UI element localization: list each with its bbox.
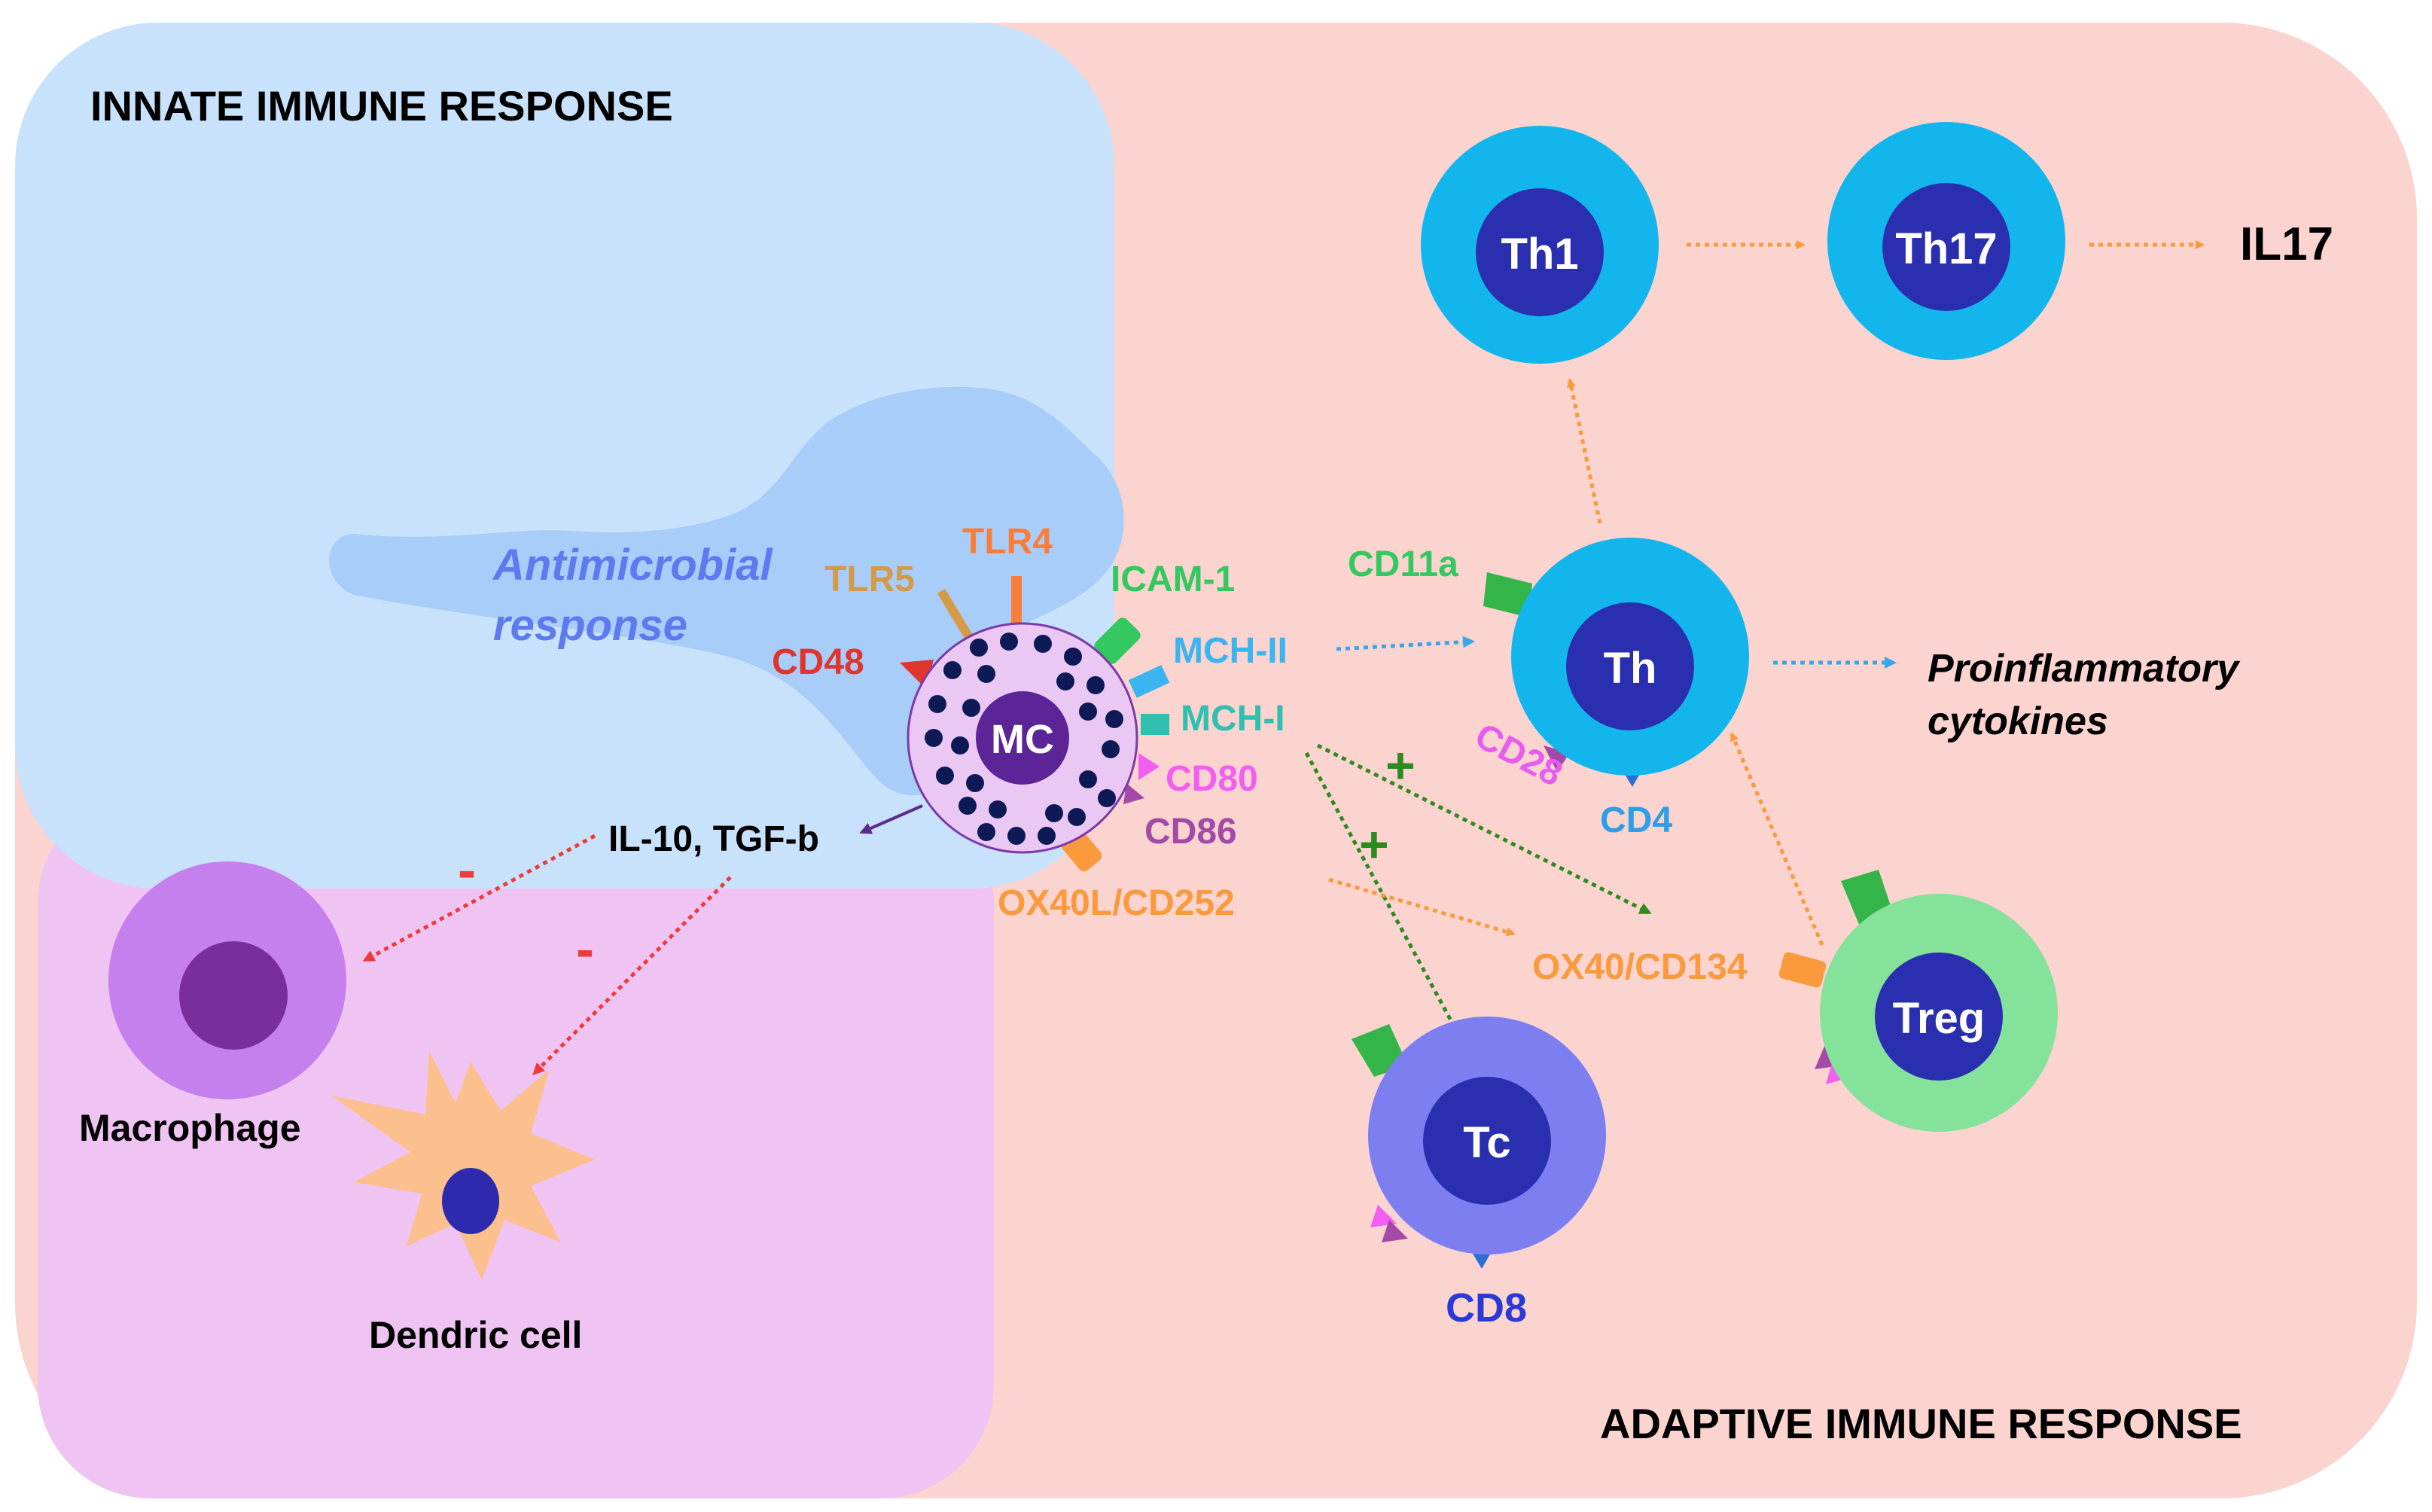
plus-sign-2: + — [1359, 816, 1389, 873]
tlr4-label: TLR4 — [962, 522, 1053, 562]
treg-label: Treg — [1893, 994, 1986, 1043]
ox40-receptor — [1778, 952, 1827, 988]
th17-label: Th17 — [1895, 224, 1997, 273]
cd86-receptor — [1123, 783, 1144, 804]
mch2-label: MCH-II — [1173, 631, 1288, 671]
ox40-label: OX40/CD134 — [1532, 947, 1748, 987]
th-to-th1-arrow — [1566, 378, 1602, 524]
tlr5-receptor — [937, 588, 974, 642]
mch1-label: MCH-I — [1181, 699, 1285, 739]
mch1-to-cd134-arrow — [1316, 743, 1652, 915]
tc-cell: Tc — [1368, 1017, 1606, 1254]
minus-sign-1: - — [458, 840, 476, 901]
macrophage-label: Macrophage — [79, 1107, 301, 1149]
treg-to-th-arrow — [1730, 732, 1824, 946]
minus-sign-2: - — [576, 919, 594, 980]
inhibit-macrophage-arrow — [362, 834, 596, 962]
il17-label: IL17 — [2240, 218, 2333, 270]
icam1-label: ICAM-1 — [1111, 559, 1235, 599]
mast-cell-label: MC — [991, 717, 1054, 762]
cd11a-receptor — [1483, 572, 1532, 617]
cd4-label: CD4 — [1600, 800, 1672, 840]
cd11a-label: CD11a — [1348, 544, 1458, 584]
cd80-label: CD80 — [1166, 759, 1258, 799]
th1-cell: Th1 — [1421, 126, 1659, 364]
macrophage-cell — [108, 861, 346, 1099]
cd86-label: CD86 — [1144, 812, 1237, 852]
tlr5-label: TLR5 — [824, 559, 915, 599]
proinflammatory-label-line1: Proinflammatory — [1928, 647, 2241, 690]
proinflammatory-label-line2: cytokines — [1928, 700, 2108, 743]
inhibit-dendritic-arrow — [532, 876, 732, 1075]
tc-cd28-receptor — [1382, 1220, 1408, 1242]
dendritic-cell — [331, 1050, 595, 1280]
th-cell: Th — [1511, 538, 1749, 776]
antimicrobial-label-line1: Antimicrobial — [492, 541, 773, 590]
icam1-receptor — [1094, 617, 1141, 664]
mast-cell: MC — [907, 622, 1138, 854]
th-label: Th — [1604, 644, 1657, 693]
antimicrobial-label-line2: response — [493, 601, 687, 650]
cd48-label: CD48 — [772, 642, 864, 682]
tc-label: Tc — [1463, 1118, 1510, 1167]
mch1-to-tc-arrow — [1304, 751, 1459, 1035]
treg-cell: Treg — [1820, 894, 2058, 1132]
mch2-receptor — [1128, 665, 1170, 698]
cd8-label: CD8 — [1446, 1285, 1527, 1331]
th1-label: Th1 — [1501, 230, 1578, 279]
plus-sign-1: + — [1385, 737, 1416, 794]
dendritic-label: Dendric cell — [369, 1314, 582, 1356]
ox40l-label: OX40L/CD252 — [998, 883, 1235, 923]
innate-title: INNATE IMMUNE RESPONSE — [90, 82, 673, 130]
il10-label: IL-10, TGF-b — [608, 819, 819, 859]
il10-arrow — [859, 804, 923, 834]
adaptive-title: ADAPTIVE IMMUNE RESPONSE — [1600, 1400, 2242, 1447]
cd80-receptor — [1138, 753, 1160, 780]
mast-cell-granules — [925, 633, 1123, 845]
th17-cell: Th17 — [1827, 122, 2065, 360]
mch1-receptor — [1141, 714, 1169, 735]
